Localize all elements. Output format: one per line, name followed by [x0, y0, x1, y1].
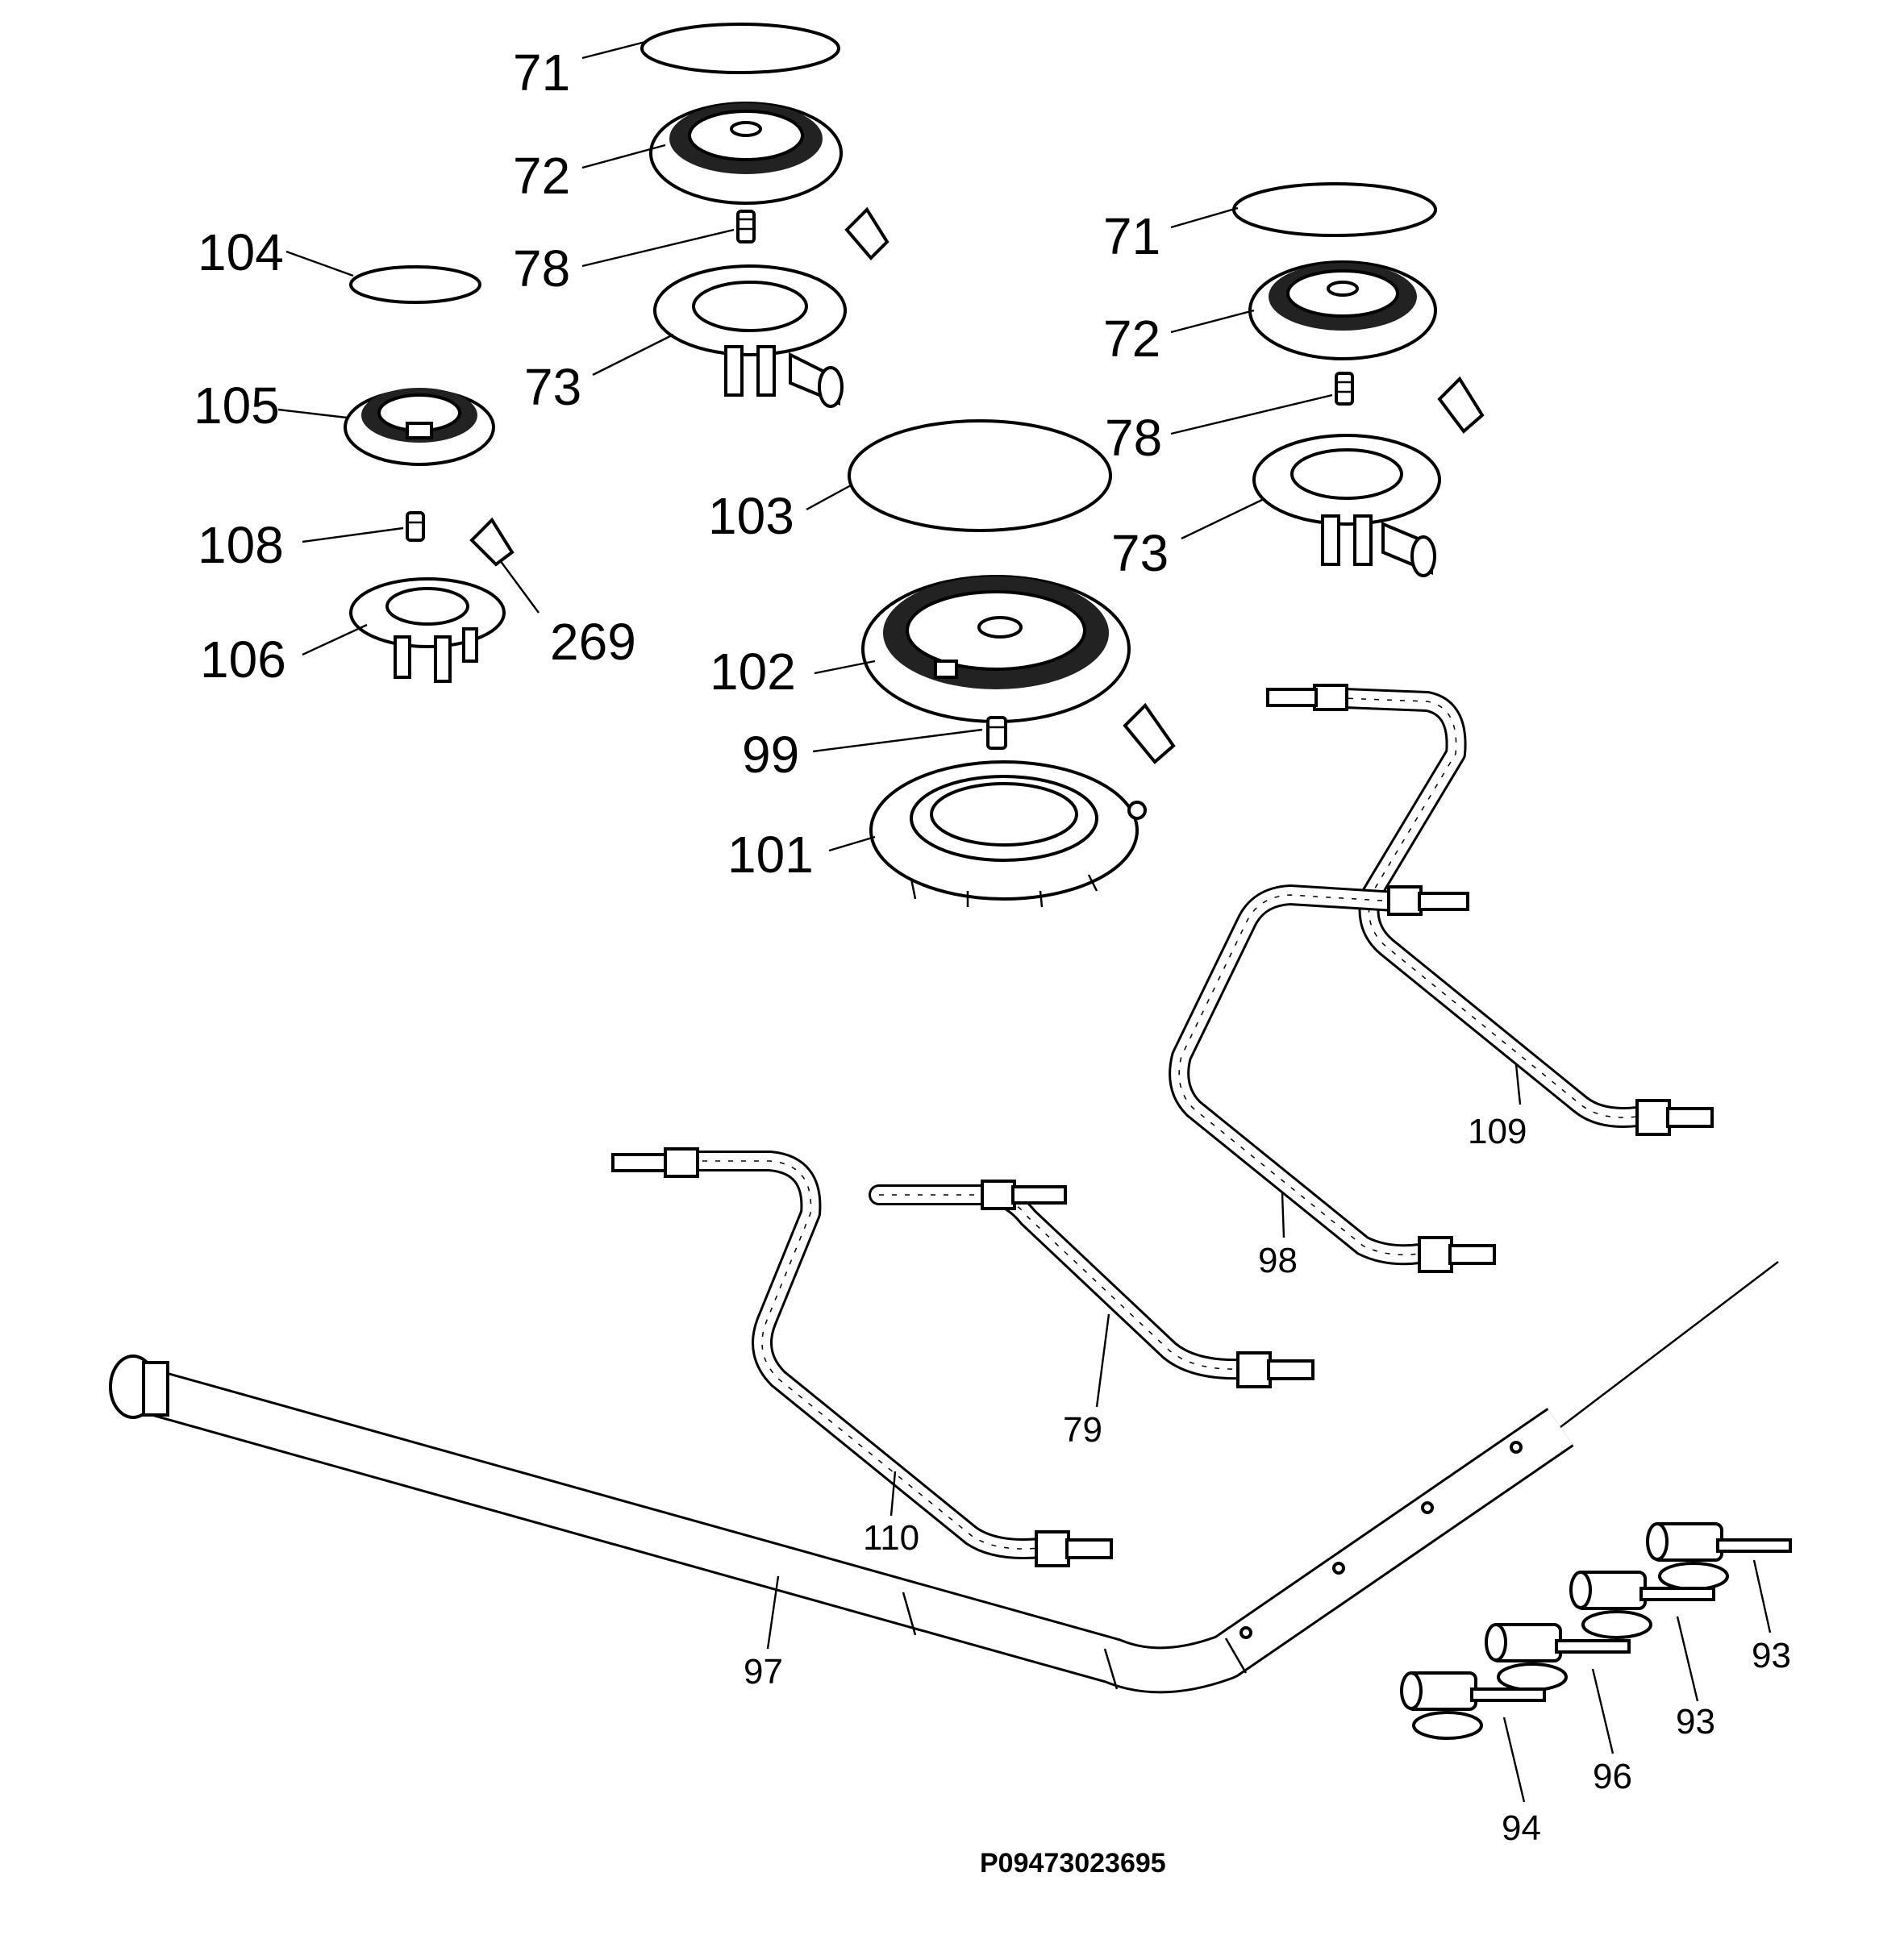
callout-108: 108 [198, 516, 284, 574]
callout-71-right: 71 [1103, 207, 1160, 265]
pipe-109 [1266, 684, 1714, 1136]
main-gas-rail-97 [109, 1261, 1779, 1694]
callout-73-right: 73 [1111, 524, 1169, 582]
callout-106: 106 [200, 630, 286, 689]
electrode-large [1123, 702, 1176, 764]
cap-104 [349, 265, 481, 304]
pipe-98 [1169, 884, 1496, 1273]
callout-73-top: 73 [524, 358, 581, 416]
burner-group-large [848, 419, 1176, 908]
gas-tap-96 [1485, 1623, 1631, 1692]
injector-78-right [1335, 372, 1354, 406]
callout-72-top: 72 [513, 147, 570, 205]
callout-103: 103 [708, 487, 794, 545]
callout-98: 98 [1258, 1241, 1298, 1280]
diagram-code: P09473023695 [980, 1848, 1166, 1879]
burner-crown-72-top [649, 102, 843, 205]
cap-71-top [640, 23, 840, 74]
callout-97: 97 [744, 1652, 783, 1692]
burner-group-top-right [1232, 182, 1485, 577]
electrode-top-left [844, 206, 890, 260]
pipe-79 [869, 1180, 1314, 1388]
gas-tap-94 [1400, 1671, 1546, 1740]
callout-269: 269 [550, 613, 636, 671]
burner-group-small [344, 265, 515, 683]
pipe-110 [611, 1147, 1113, 1567]
callout-72-right: 72 [1103, 310, 1160, 368]
callout-110: 110 [863, 1518, 919, 1558]
burner-crown-102 [861, 575, 1131, 723]
injector-99 [986, 716, 1007, 750]
gas-tap-93a [1646, 1522, 1792, 1591]
burner-base-101 [869, 760, 1147, 908]
callout-78-right: 78 [1105, 409, 1162, 467]
callout-102: 102 [710, 643, 796, 701]
callout-99: 99 [742, 726, 799, 784]
callout-71-top: 71 [513, 44, 570, 102]
gas-tap-93b [1569, 1571, 1715, 1639]
callout-104: 104 [198, 223, 284, 281]
callout-101: 101 [727, 826, 814, 884]
callout-93-b: 93 [1676, 1702, 1715, 1742]
callout-93-a: 93 [1752, 1636, 1791, 1675]
callout-109: 109 [1468, 1112, 1527, 1151]
cap-71-right [1232, 182, 1437, 237]
burner-crown-105 [344, 388, 495, 466]
burner-base-73-top [653, 264, 847, 408]
injector-108 [406, 511, 425, 542]
burner-group-top-left [640, 23, 890, 408]
callout-78-top: 78 [513, 239, 570, 298]
burner-base-73-right [1252, 434, 1441, 577]
callout-79: 79 [1063, 1410, 1102, 1450]
leader-lines [277, 40, 1772, 1803]
electrode-top-right [1437, 376, 1485, 434]
callout-105: 105 [194, 377, 280, 435]
callout-94: 94 [1502, 1808, 1541, 1848]
callout-96: 96 [1593, 1757, 1632, 1796]
callout-numbers: 71 72 78 73 104 105 108 269 106 71 72 78… [194, 44, 1791, 1848]
injector-78-top [736, 210, 756, 243]
burner-crown-72-right [1248, 260, 1437, 360]
electrode-269 [469, 517, 515, 567]
burner-base-106 [349, 577, 506, 683]
cap-103 [848, 419, 1112, 532]
